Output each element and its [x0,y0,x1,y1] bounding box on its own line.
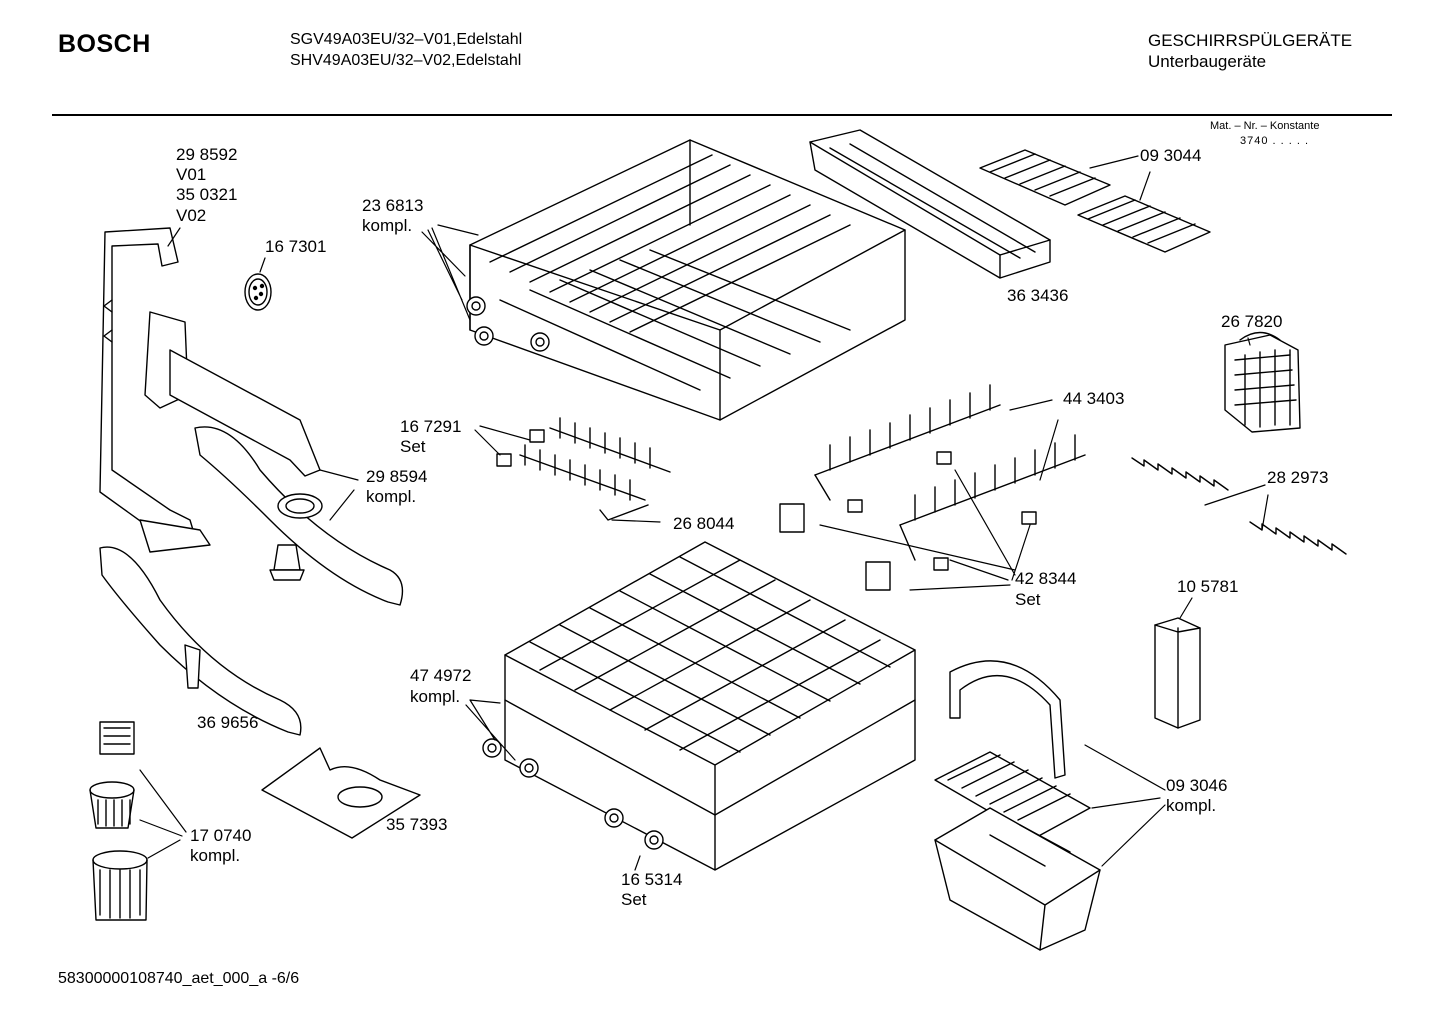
cutlery-basket-small-part [1225,333,1300,433]
zigzag-rack-part [1132,458,1346,554]
page-number: -6/6 [271,970,300,987]
label-44-3403: 44 3403 [1063,389,1125,408]
label-23-6813-kompl: kompl. [362,216,413,235]
label-42-8344-set: Set [1015,590,1041,609]
label-v01: V01 [176,165,207,184]
cutlery-cup-part [1155,618,1200,728]
filter-disc-part [245,274,271,310]
upper-spray-arm-part [195,427,402,605]
header-divider [52,114,1392,116]
small-grid-part [980,150,1210,252]
model-line-2: SHV49A03EU/32–V02,Edelstahl [290,52,522,69]
brand-logo: BOSCH [58,30,151,58]
upper-basket-part [467,140,905,420]
label-47-4972: 47 4972 [410,666,472,685]
spray-arm-hub-part [145,312,320,476]
label-17-0740-kompl: kompl. [190,846,241,865]
label-26-8044: 26 8044 [673,514,735,533]
document-footer: 58300000108740_aet_000_a -6/6 [58,970,299,988]
category-subtitle: Unterbaugeräte [1148,52,1267,71]
label-16-5314-set: Set [621,890,647,909]
label-09-3046: 09 3046 [1166,776,1228,795]
label-35-7393: 35 7393 [386,815,448,834]
label-47-4972-kompl: kompl. [410,687,461,706]
label-29-8594: 29 8594 [366,467,428,486]
sump-cover-part [262,748,420,838]
cutlery-basket-large-part [935,661,1100,950]
label-36-9656: 36 9656 [197,713,259,732]
label-16-7291: 16 7291 [400,417,462,436]
label-17-0740: 17 0740 [190,826,252,845]
cup-shelf-part [810,130,1050,278]
label-16-7301: 16 7301 [265,237,327,256]
label-35-0321: 35 0321 [176,185,238,204]
supply-pipe-part [100,228,210,552]
filter-set-part [90,722,147,920]
label-36-3436: 36 3436 [1007,286,1069,305]
label-42-8344: 42 8344 [1015,569,1077,588]
label-v02: V02 [176,206,207,225]
model-line-1: SGV49A03EU/32–V01,Edelstahl [290,31,523,48]
tine-row-long-part [815,385,1085,560]
label-16-7291-set: Set [400,437,426,456]
label-10-5781: 10 5781 [1177,577,1239,596]
lower-spray-arm-part [100,547,301,735]
lower-basket-part [483,542,915,870]
category-title: GESCHIRRSPÜLGERÄTE [1148,31,1353,50]
clip-set-part [780,452,1036,590]
mat-nr-value: 3740 . . . . . [1240,135,1310,147]
label-28-2973: 28 2973 [1267,468,1329,487]
tine-row-part [497,418,670,520]
label-09-3046-kompl: kompl. [1166,796,1217,815]
label-29-8592: 29 8592 [176,145,238,164]
label-26-7820: 26 7820 [1221,312,1283,331]
spray-nozzle-part [270,545,304,580]
mat-nr-title: Mat. – Nr. – Konstante [1210,120,1320,132]
document-id: 58300000108740_aet_000_a [58,970,268,987]
label-23-6813: 23 6813 [362,196,424,215]
label-29-8594-kompl: kompl. [366,487,417,506]
label-09-3044: 09 3044 [1140,146,1202,165]
leader-lines [140,156,1268,870]
label-16-5314: 16 5314 [621,870,683,889]
